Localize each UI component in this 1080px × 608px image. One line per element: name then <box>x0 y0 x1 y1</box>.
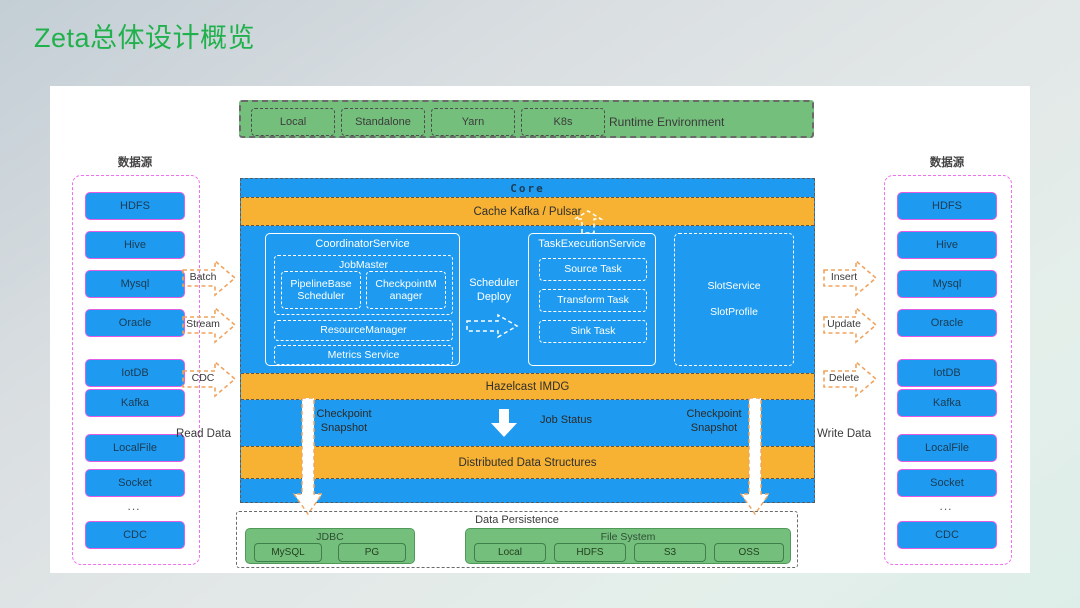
slot-service-label: SlotService <box>707 280 761 292</box>
runtime-item-k8s[interactable]: K8s <box>521 108 605 136</box>
write-data-label: Write Data <box>817 428 872 440</box>
sink-item-oracle[interactable]: Oracle <box>897 309 997 337</box>
source-item-cdc[interactable]: CDC <box>85 521 185 549</box>
source-panel-title: 数据源 <box>117 157 153 169</box>
metrics-service[interactable]: Metrics Service <box>274 345 453 365</box>
runtime-environment-bar: Local Standalone Yarn K8s Runtime Enviro… <box>239 100 814 138</box>
source-item-mysql[interactable]: Mysql <box>85 270 185 298</box>
source-items-ellipsis: ... <box>127 499 141 513</box>
pipeline-base-scheduler[interactable]: PipelineBase Scheduler <box>281 271 361 309</box>
runtime-item-local[interactable]: Local <box>251 108 335 136</box>
sink-item-kafka[interactable]: Kafka <box>897 389 997 417</box>
filesystem-item-local[interactable]: Local <box>474 543 546 562</box>
source-item-hdfs[interactable]: HDFS <box>85 192 185 220</box>
slot-profile-label: SlotProfile <box>710 306 758 318</box>
source-task[interactable]: Source Task <box>539 258 647 281</box>
checkpoint-right-arrow-icon <box>739 397 771 521</box>
sink-item-localfile[interactable]: LocalFile <box>897 434 997 462</box>
filesystem-item-oss[interactable]: OSS <box>714 543 784 562</box>
data-persistence-panel: Data Persistence JDBC MySQL PG File Syst… <box>236 511 798 568</box>
filesystem-item-s3[interactable]: S3 <box>634 543 706 562</box>
source-item-socket[interactable]: Socket <box>85 469 185 497</box>
jdbc-group: JDBC MySQL PG <box>245 528 415 564</box>
sink-panel-frame: HDFS Hive Mysql Oracle IotDB Kafka Local… <box>884 175 1012 565</box>
checkpoint-manager[interactable]: CheckpointM anager <box>366 271 446 309</box>
source-item-localfile[interactable]: LocalFile <box>85 434 185 462</box>
scheduler-deploy-label: Scheduler Deploy <box>469 277 519 304</box>
sink-panel-title: 数据源 <box>929 157 965 169</box>
sink-arrow-delete: Delete <box>822 359 878 399</box>
filesystem-item-hdfs[interactable]: HDFS <box>554 543 626 562</box>
page-title: Zeta总体设计概览 <box>34 23 256 53</box>
resource-manager[interactable]: ResourceManager <box>274 320 453 341</box>
sink-item-socket[interactable]: Socket <box>897 469 997 497</box>
sink-items-ellipsis: ... <box>939 499 953 513</box>
job-status-down-arrow-icon <box>488 407 520 444</box>
sink-task[interactable]: Sink Task <box>539 320 647 343</box>
source-arrow-batch: Batch <box>181 258 237 298</box>
sink-arrow-update: Update <box>822 305 878 345</box>
jdbc-item-mysql[interactable]: MySQL <box>254 543 322 562</box>
scheduler-deploy-arrow-icon <box>465 313 519 344</box>
core-panel: Core Cache Kafka / Pulsar CoordinatorSer… <box>240 178 815 503</box>
status-row: Checkpoint Snapshot Job Status Checkpoin… <box>241 400 814 446</box>
runtime-environment-label: Runtime Environment <box>609 115 725 129</box>
sink-item-hive[interactable]: Hive <box>897 231 997 259</box>
sink-item-cdc[interactable]: CDC <box>897 521 997 549</box>
checkpoint-snapshot-right-label: Checkpoint Snapshot <box>686 408 742 434</box>
task-execution-service-title: TaskExecutionService <box>538 238 646 250</box>
transform-task[interactable]: Transform Task <box>539 289 647 312</box>
cache-band: Cache Kafka / Pulsar <box>241 197 814 226</box>
sink-arrow-delete-label: Delete <box>828 372 860 384</box>
sink-item-mysql[interactable]: Mysql <box>897 270 997 298</box>
source-arrow-stream-label: Stream <box>186 318 220 330</box>
runtime-item-yarn[interactable]: Yarn <box>431 108 515 136</box>
source-arrow-stream: Stream <box>181 305 237 345</box>
feedback-up-arrow-icon <box>572 209 604 240</box>
source-item-iotdb[interactable]: IotDB <box>85 359 185 387</box>
data-persistence-title: Data Persistence <box>475 514 559 526</box>
jdbc-group-title: JDBC <box>316 531 344 543</box>
jdbc-item-pg[interactable]: PG <box>338 543 406 562</box>
core-title: Core <box>510 182 545 195</box>
distributed-data-structures-band: Distributed Data Structures <box>241 446 814 479</box>
sink-arrow-insert-label: Insert <box>830 271 858 283</box>
jobmaster-box: JobMaster <box>274 255 453 315</box>
sink-arrow-insert: Insert <box>822 258 878 298</box>
sink-item-iotdb[interactable]: IotDB <box>897 359 997 387</box>
coordinator-service-title: CoordinatorService <box>315 238 410 250</box>
source-arrow-cdc: CDC <box>181 359 237 399</box>
task-execution-service: TaskExecutionService Source Task Transfo… <box>528 233 656 366</box>
filesystem-group: File System Local HDFS S3 OSS <box>465 528 791 564</box>
job-status-label: Job Status <box>540 414 592 426</box>
source-panel-frame: HDFS Hive Mysql Oracle IotDB Kafka Local… <box>72 175 200 565</box>
runtime-item-standalone[interactable]: Standalone <box>341 108 425 136</box>
source-item-kafka[interactable]: Kafka <box>85 389 185 417</box>
source-item-hive[interactable]: Hive <box>85 231 185 259</box>
filesystem-group-title: File System <box>600 531 656 543</box>
source-item-oracle[interactable]: Oracle <box>85 309 185 337</box>
source-arrow-cdc-label: CDC <box>191 372 215 384</box>
hazelcast-band: Hazelcast IMDG <box>241 373 814 400</box>
jobmaster-title: JobMaster <box>338 259 389 271</box>
slot-box: SlotService SlotProfile <box>674 233 794 366</box>
source-arrow-batch-label: Batch <box>189 271 217 283</box>
checkpoint-snapshot-left-label: Checkpoint Snapshot <box>316 408 372 434</box>
checkpoint-left-arrow-icon <box>292 397 324 521</box>
diagram-canvas: Local Standalone Yarn K8s Runtime Enviro… <box>50 86 1030 573</box>
sink-item-hdfs[interactable]: HDFS <box>897 192 997 220</box>
sink-arrow-update-label: Update <box>827 318 861 330</box>
coordinator-service: CoordinatorService JobMaster PipelineBas… <box>265 233 460 366</box>
read-data-label: Read Data <box>176 428 231 440</box>
